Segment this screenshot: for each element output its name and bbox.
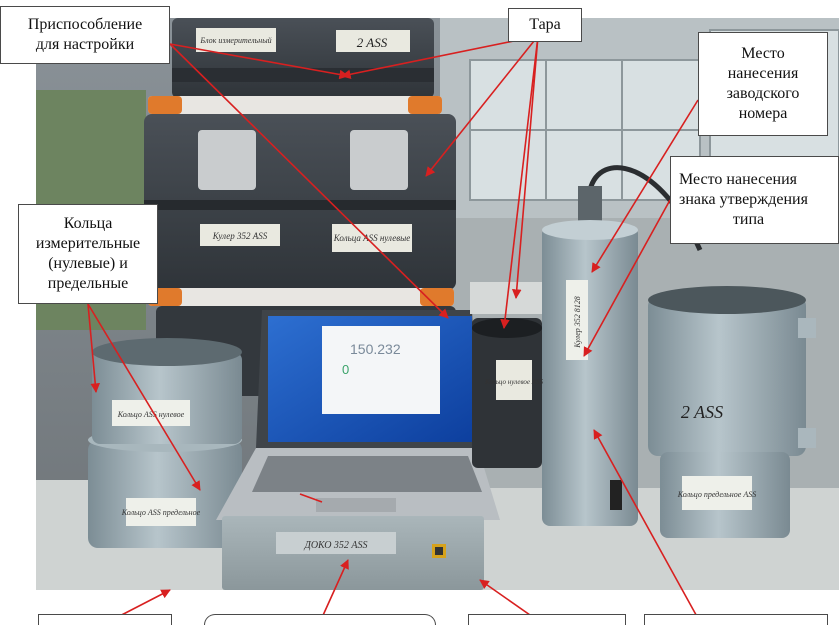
left-ring-stack [88,338,242,548]
callout-serial-line-2: нанесения [727,65,799,82]
right-cylinder-label: 2 ASS [681,402,723,422]
callout-fixture-line-2: для настройки [35,36,135,53]
ring-upper-label: Кольцо ASS нулевое [117,410,185,419]
right-cylinder [648,286,816,538]
callout-rings-line-4: предельные [47,275,129,292]
callout-rings: Кольца измерительные (нулевые) и предель… [18,204,158,304]
bottom-callout-box-4 [644,614,828,625]
callout-serial-line-1: Место [741,45,785,62]
callout-approval-line-2: знака утверждения [679,191,808,208]
callout-serial-place: Место нанесения заводского номера [698,32,828,136]
right-ring-lower-label: Кольцо предельное ASS [677,490,756,499]
callout-rings-line-1: Кольца [63,215,113,232]
callout-fixture: Приспособление для настройки [0,6,170,64]
callout-serial-line-3: заводского [726,85,800,102]
callout-approval-line-3: типа [732,211,765,228]
bottom-callout-box-1 [38,614,172,625]
laptop [216,310,500,520]
top-case-label: 2 ASS [357,35,388,50]
callout-fixture-line-1: Приспособление [27,16,143,33]
measuring-unit-box [222,516,484,590]
handle-bar-top [148,96,442,114]
small-cylinder-label: Кольцо нулевое ASS [484,378,544,386]
case-right-tag: Кольца ASS нулевые [333,233,410,243]
top-case-tag: Блок измерительный [199,36,271,45]
callout-serial-line-4: номера [738,105,788,122]
callout-approval-place: Место нанесения знака утверждения типа [670,156,839,244]
handle-bar-bottom [148,288,454,306]
unit-front-label: ДОКО 352 ASS [303,540,367,551]
bottom-callout-box-2 [204,614,436,625]
screen-value-main: 150.232 [350,341,401,357]
callout-rings-line-3: (нулевые) и [48,255,128,272]
tall-cylinder-label: Кулер 352 8128 [573,296,582,349]
case-left-tag: Кулер 352 ASS [212,231,268,241]
callout-arrows [87,35,701,623]
bottom-callout-box-3 [468,614,626,625]
top-case [172,18,434,98]
small-cylinder [470,282,544,468]
screen-value-zero: 0 [342,362,349,377]
callout-approval-line-1: Место нанесения [679,171,798,188]
callout-tare-line-1: Тара [529,16,561,33]
callout-rings-line-2: измерительные [35,235,141,252]
callout-tare: Тара [508,8,582,42]
middle-case [144,114,456,290]
ring-lower-label: Кольцо ASS предельное [121,508,201,517]
